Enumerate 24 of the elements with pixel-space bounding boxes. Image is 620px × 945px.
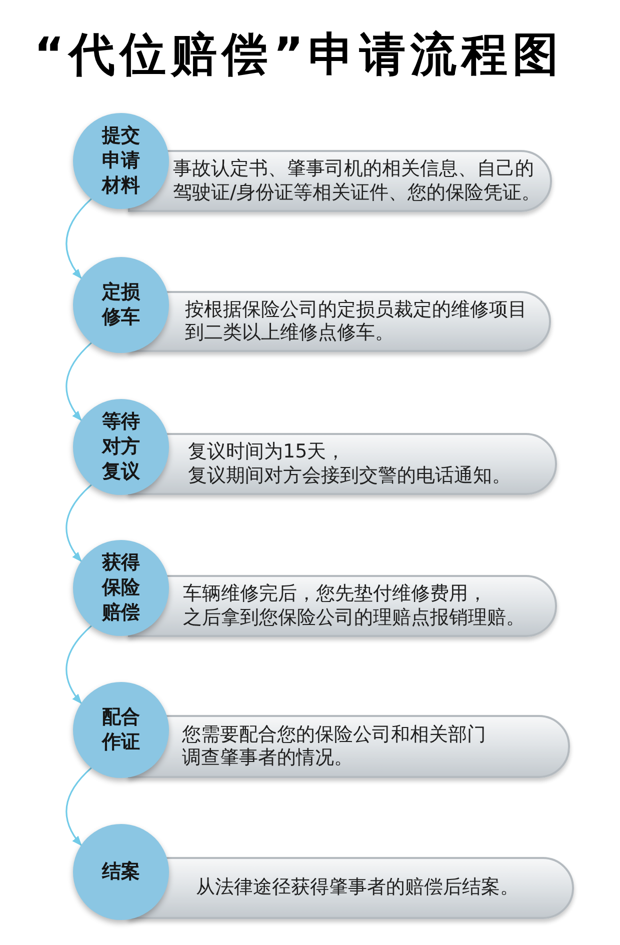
step-description: 事故认定书、肇事司机的相关信息、自己的驾驶证/身份证等相关证件、您的保险凭证。: [173, 157, 542, 205]
step-description: 按根据保险公司的定损员裁定的维修项目到二类以上维修点修车。: [185, 298, 528, 346]
step-circle: [73, 540, 169, 636]
step-circle: [73, 399, 169, 495]
step-description: 您需要配合您的保险公司和相关部门调查肇事者的情况。: [182, 722, 487, 770]
step-circle: [73, 824, 169, 920]
arrow: [66, 342, 92, 421]
step-circle: [73, 682, 169, 778]
title: “代位赔偿”申请流程图: [34, 28, 564, 81]
arrow: [66, 625, 92, 704]
step-description: 复议时间为15天，复议期间对方会接到交警的电话通知。: [188, 440, 512, 488]
step-description: 从法律途径获得肇事者的赔偿后结案。: [196, 876, 520, 900]
step-title: 结案: [100, 859, 141, 884]
step-title: 定损修车: [100, 280, 141, 330]
step-circle: [73, 257, 169, 353]
arrow: [66, 198, 92, 279]
step-title: 等待对方复议: [100, 409, 141, 485]
step-title: 提交申请材料: [100, 123, 141, 199]
arrow: [66, 484, 92, 562]
step-description: 车辆维修完后，您先垫付维修费用，之后拿到您保险公司的理赔点报销理赔。: [183, 582, 526, 630]
arrow: [66, 767, 92, 846]
step-title: 配合作证: [100, 704, 141, 755]
step-title: 获得保险赔偿: [100, 550, 141, 626]
step-circle: [73, 113, 169, 209]
